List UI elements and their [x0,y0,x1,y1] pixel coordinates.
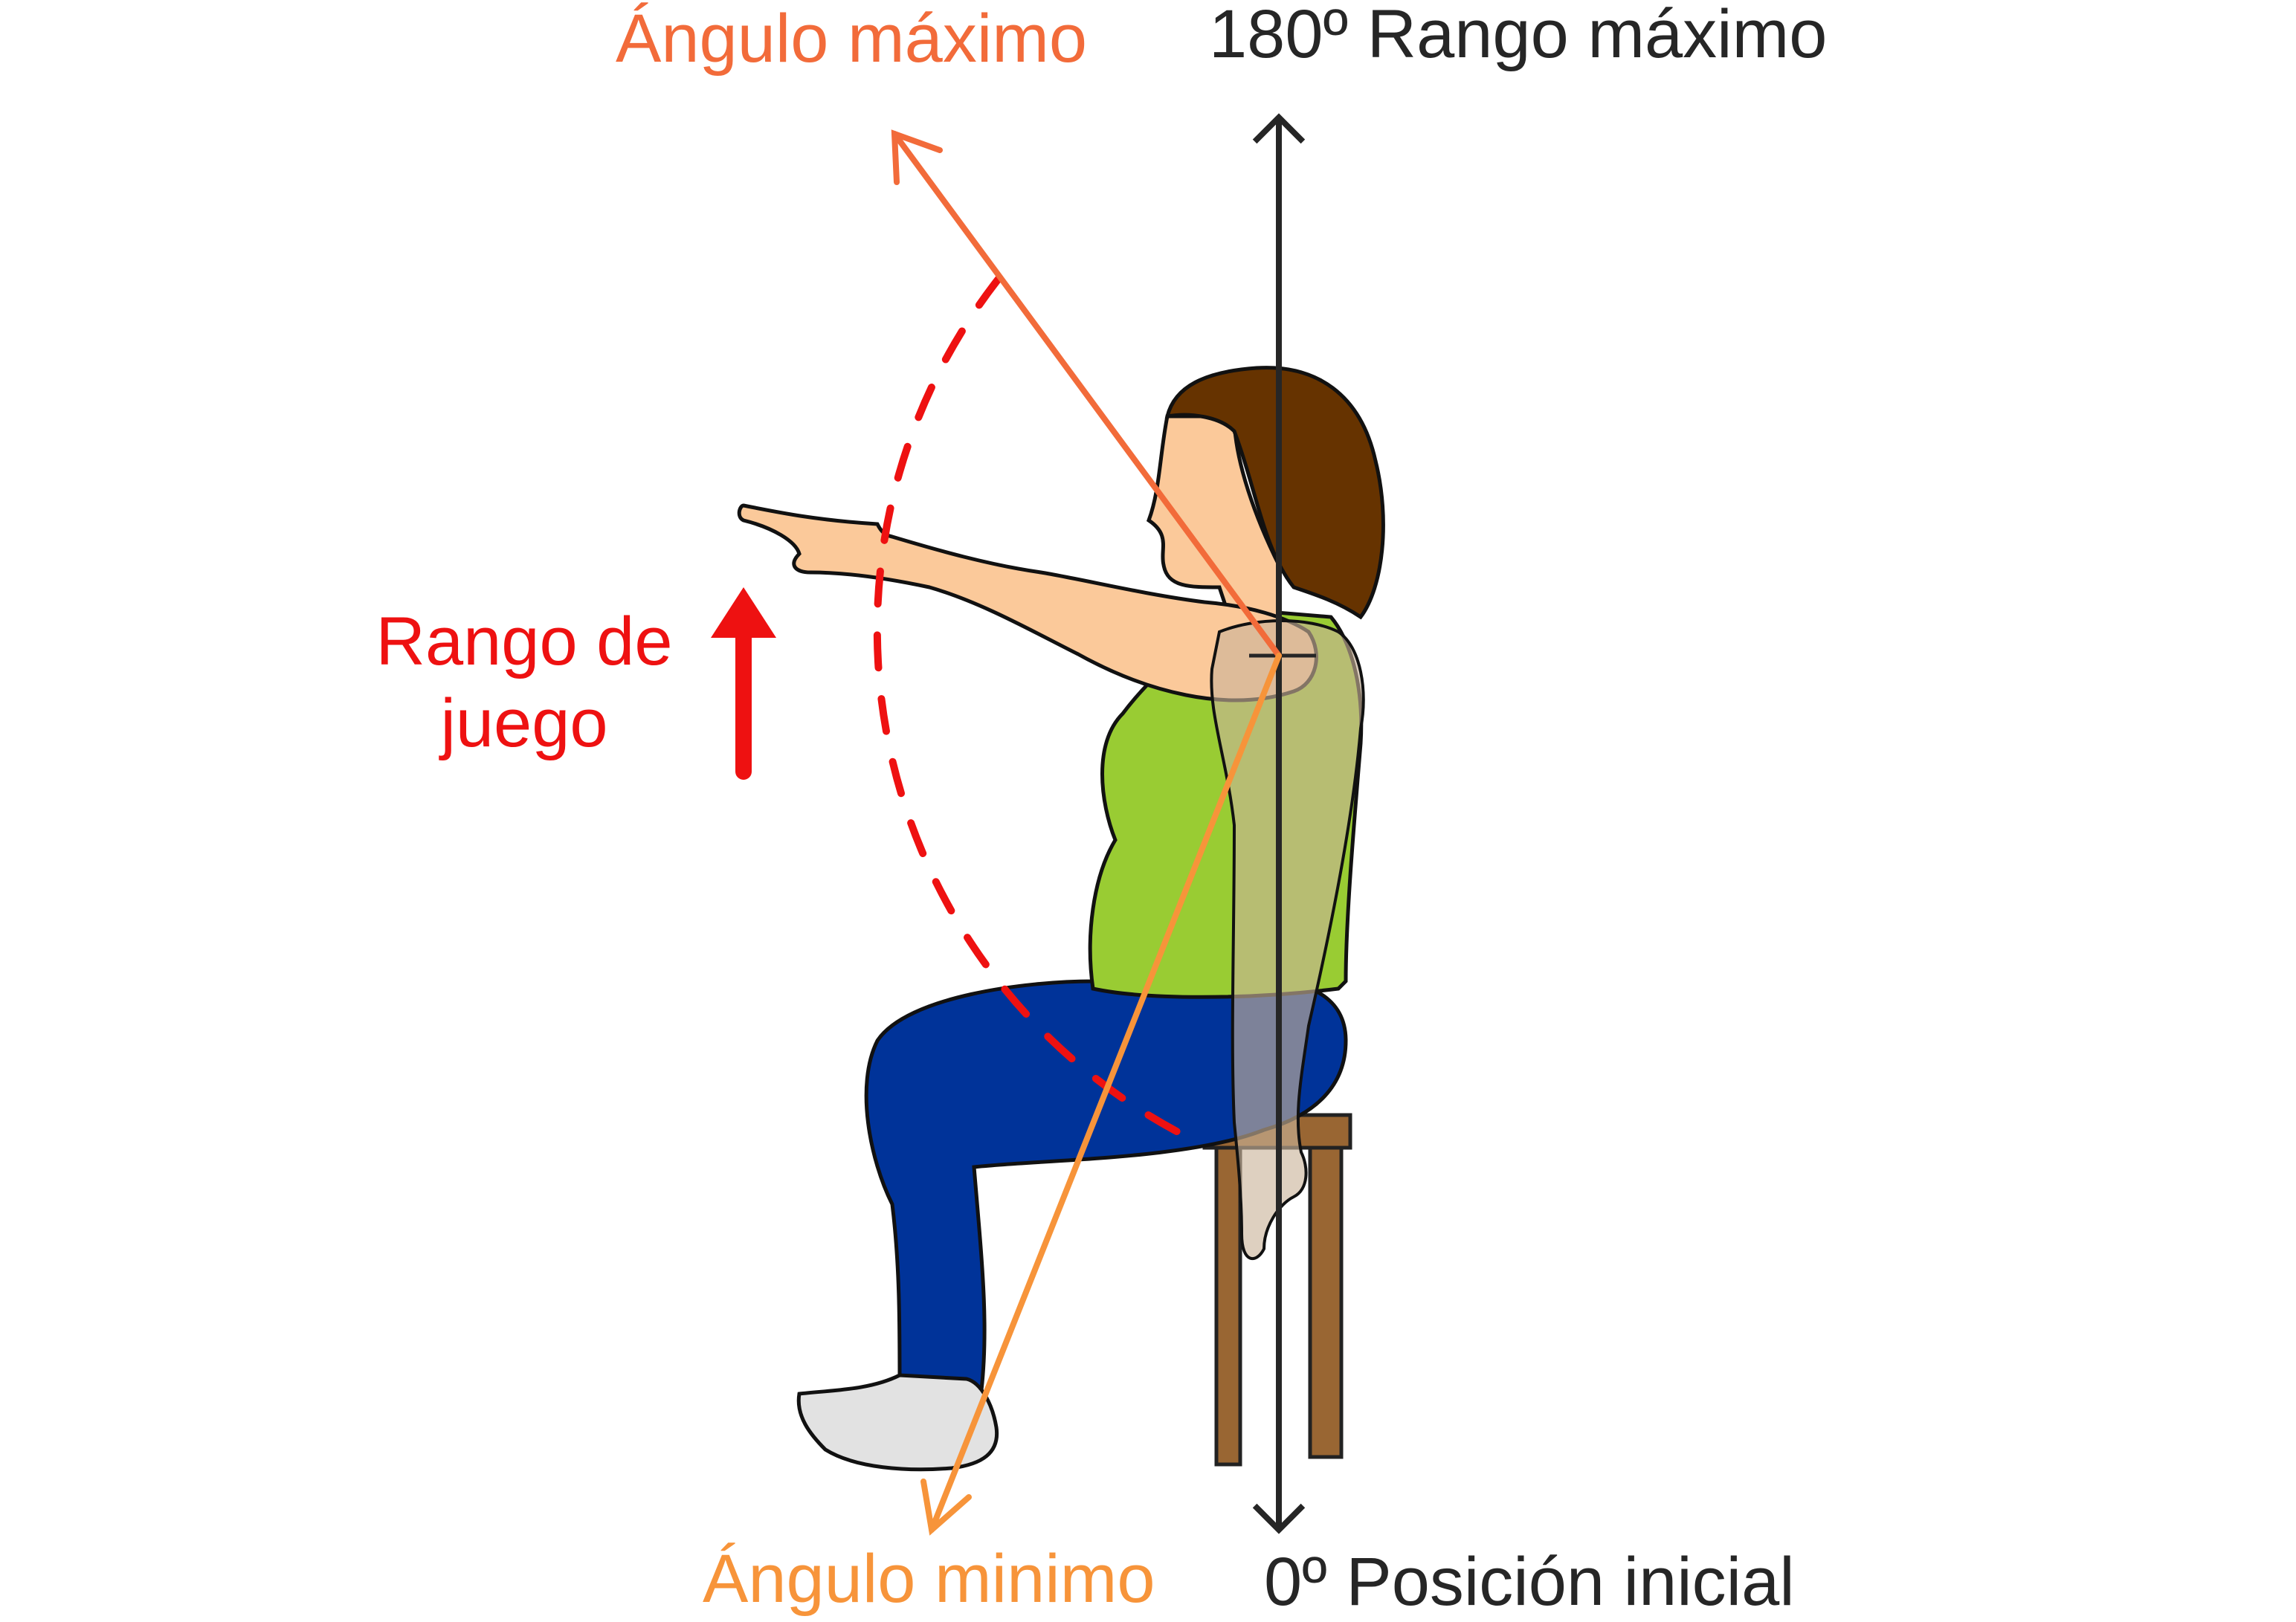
min-angle-line [920,653,1282,1536]
play-range-up-arrow [711,587,776,780]
seated-woman-figure [737,366,1385,1472]
shoe [796,1373,999,1472]
max-angle-line [891,129,1282,659]
play-range-label: Rango de juego [375,604,673,762]
max-angle-label: Ángulo máximo [616,1,1088,77]
initial-position-label: 0º Posición inicial [1264,1544,1795,1620]
chair-front-leg [1214,1120,1242,1467]
face [1146,414,1281,619]
pants [864,972,1348,1392]
chair-back-leg [1308,1120,1344,1459]
range-overlay [711,113,1316,1536]
max-range-label: 180º Rango máximo [1209,0,1828,72]
play-range-arc [873,275,1204,1147]
min-angle-label: Ángulo minimo [703,1541,1155,1617]
